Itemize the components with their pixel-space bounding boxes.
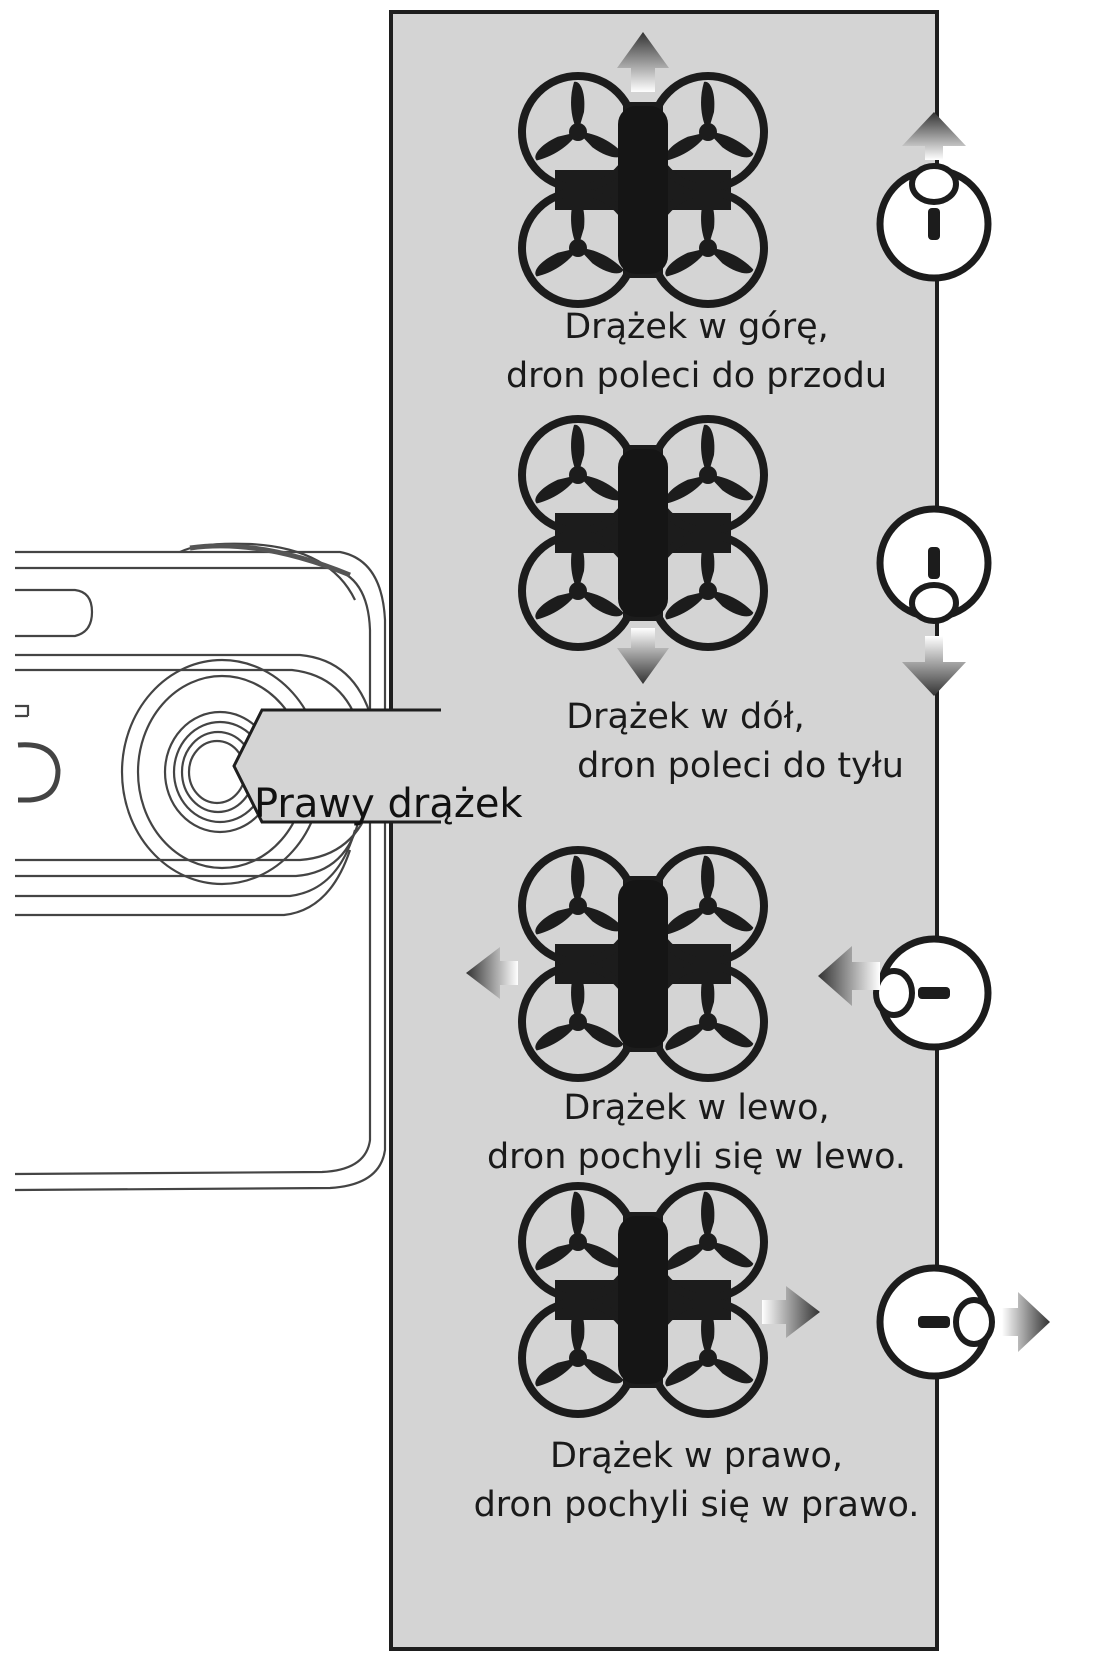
caption-stick-up: Drążek w górę, dron poleci do przodu (409, 303, 984, 401)
forward-arrow-icon (617, 32, 669, 92)
right-stick-label: Prawy drążek (254, 781, 523, 827)
stick-down-arrow-icon (902, 636, 966, 696)
caption-line: dron pochyli się w prawo. (473, 1485, 920, 1525)
caption-stick-down: Drążek w dół, dron poleci do tyłu (398, 693, 973, 791)
label-pointer (232, 708, 441, 824)
caption-line: Drążek w prawo, (549, 1436, 844, 1476)
joystick-stick-right-icon (880, 1268, 992, 1376)
joystick-stick-left-icon (876, 939, 988, 1047)
caption-stick-left: Drążek w lewo, dron pochyli się w lewo. (409, 1084, 984, 1182)
left-arrow-icon (466, 947, 518, 999)
caption-stick-right: Drążek w prawo, dron pochyli się w prawo… (409, 1432, 984, 1530)
right-arrow-icon (762, 1286, 820, 1338)
backward-arrow-icon (617, 628, 669, 684)
stick-left-arrow-icon (818, 946, 880, 1006)
caption-line: Drążek w górę, (564, 307, 829, 347)
caption-line: dron poleci do przodu (505, 356, 888, 396)
controller-illustration (14, 542, 387, 1192)
caption-line: dron poleci do tyłu (577, 746, 904, 786)
stick-right-arrow-icon (1002, 1292, 1050, 1352)
caption-line: Drążek w dół, (566, 697, 805, 737)
stick-up-arrow-icon (902, 112, 966, 160)
joystick-stick-up-icon (880, 166, 988, 278)
joystick-stick-down-icon (880, 509, 988, 621)
caption-line: dron pochyli się w lewo. (486, 1137, 907, 1177)
caption-line: Drążek w lewo, (563, 1088, 830, 1128)
